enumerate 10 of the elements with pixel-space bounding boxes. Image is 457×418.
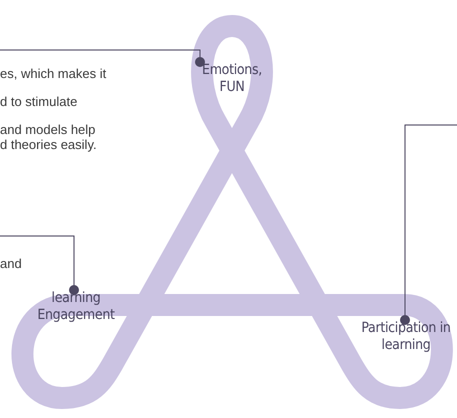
description-text: es, which makes it [0, 66, 108, 81]
leader-line [0, 236, 79, 295]
leader-line [400, 124, 457, 325]
leader-line [0, 50, 205, 67]
ribbon-label: Participation in learning [358, 320, 454, 354]
ribbon-label: learning Engagement [34, 290, 118, 324]
description-text: and models help d theories easily. [0, 122, 98, 152]
description-text: and [0, 256, 23, 271]
description-text: d to stimulate [0, 94, 78, 109]
ribbon-label: Emotions, FUN [190, 62, 274, 96]
